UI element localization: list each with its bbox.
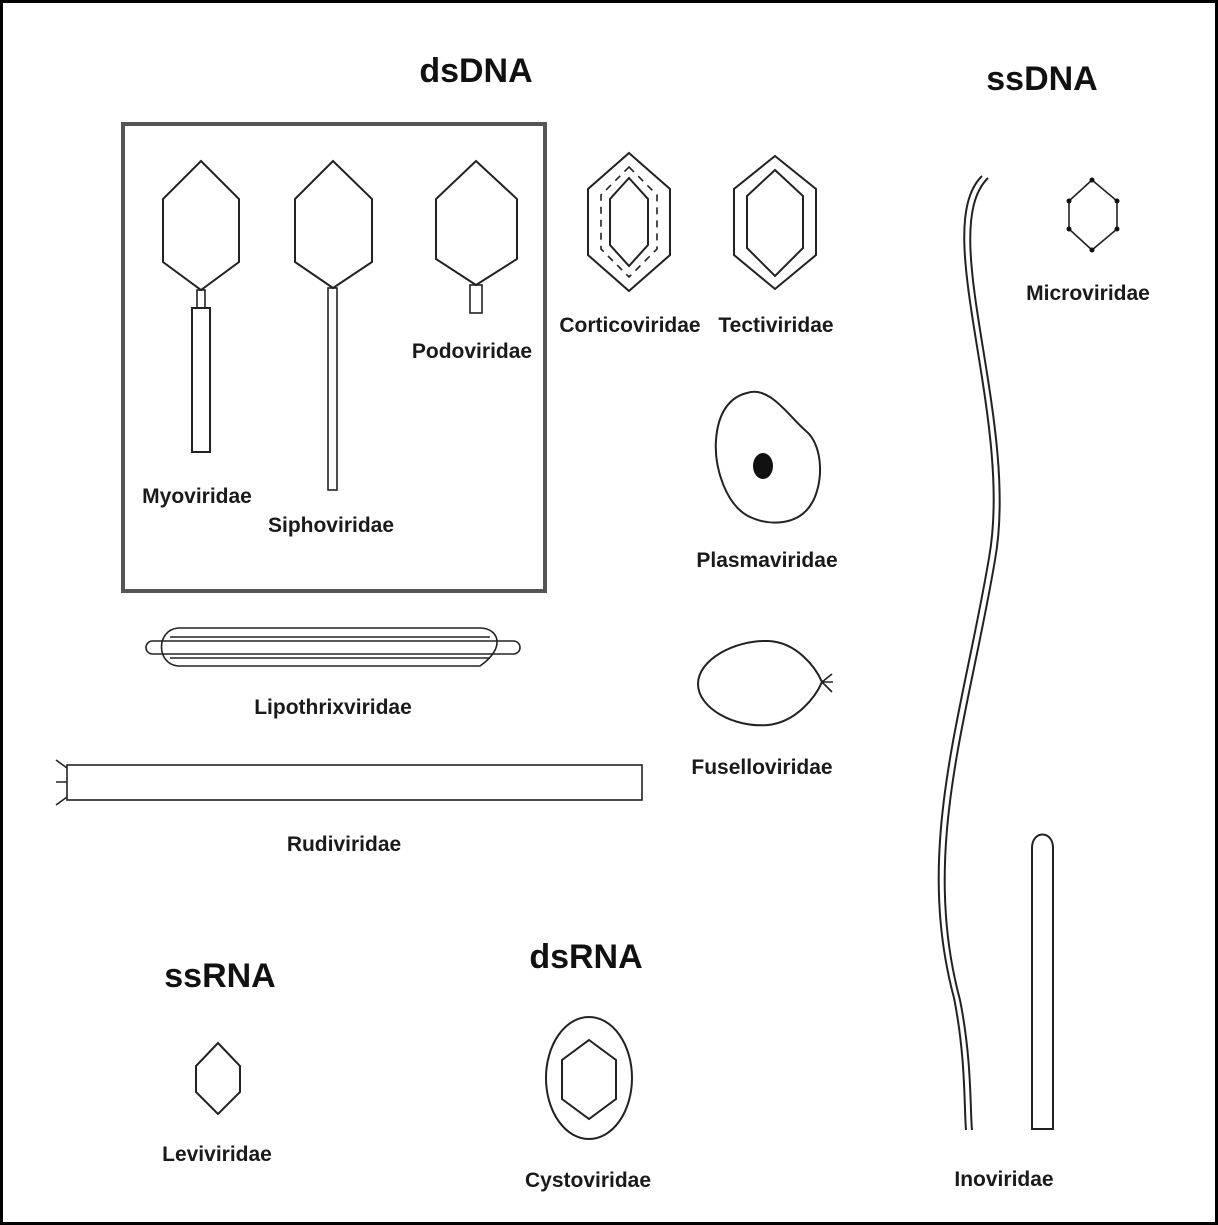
inoviridae-shape (939, 176, 1053, 1130)
lipothrixviridae-core-rod (146, 641, 520, 654)
label-leviviridae: Leviviridae (162, 1143, 272, 1166)
fuselloviridae-body (698, 641, 822, 725)
microviridae-capsid (1069, 180, 1117, 250)
plasmaviridae-shape (716, 392, 820, 523)
label-microviridae: Microviridae (1026, 282, 1150, 305)
podoviridae-head (436, 161, 517, 285)
label-cystoviridae: Cystoviridae (525, 1169, 651, 1192)
microviridae-spike (1067, 199, 1072, 204)
myoviridae-head (163, 161, 239, 290)
microviridae-spike (1115, 227, 1120, 232)
microviridae-shape (1067, 178, 1120, 253)
siphoviridae-head (295, 161, 372, 288)
microviridae-spike (1115, 199, 1120, 204)
cystoviridae-envelope (546, 1017, 632, 1139)
label-rudiviridae: Rudiviridae (287, 833, 401, 856)
fuselloviridae-tail-fibers (822, 674, 833, 692)
myoviridae-tail-sheath (192, 308, 210, 452)
group-title-dsdna: dsDNA (419, 52, 532, 90)
rudiviridae-rod (67, 765, 642, 800)
rudiviridae-end-fibers (56, 760, 67, 805)
inoviridae-rod (1032, 835, 1053, 1130)
group-title-ssrna: ssRNA (164, 957, 275, 995)
microviridae-spike (1067, 227, 1072, 232)
siphoviridae-tail (328, 288, 337, 490)
group-title-ssdna: ssDNA (986, 60, 1097, 98)
cystoviridae-shape (546, 1017, 632, 1139)
corticoviridae-inner-shell (610, 178, 648, 266)
podoviridae-short-tail (470, 285, 482, 313)
inoviridae-filament-edge (939, 176, 994, 1130)
plasmaviridae-core (753, 453, 773, 479)
siphoviridae-shape (295, 161, 372, 490)
microviridae-spike (1090, 178, 1095, 183)
label-myoviridae: Myoviridae (142, 485, 252, 508)
group-title-dsrna: dsRNA (529, 938, 642, 976)
lipothrixviridae-envelope (162, 628, 498, 666)
microviridae-spike (1090, 248, 1095, 253)
label-tectiviridae: Tectiviridae (718, 314, 833, 337)
label-plasmaviridae: Plasmaviridae (696, 549, 837, 572)
tectiviridae-shape (734, 156, 816, 289)
lipothrixviridae-shape (146, 628, 520, 666)
myoviridae-neck (197, 290, 205, 308)
label-lipothrixviridae: Lipothrixviridae (254, 696, 412, 719)
corticoviridae-shape (588, 153, 670, 291)
label-siphoviridae: Siphoviridae (268, 514, 394, 537)
leviviridae-shape (196, 1043, 240, 1114)
tectiviridae-inner-shell (747, 170, 803, 276)
cystoviridae-capsid (562, 1040, 616, 1119)
label-inoviridae: Inoviridae (954, 1168, 1053, 1191)
label-corticoviridae: Corticoviridae (559, 314, 700, 337)
podoviridae-shape (436, 161, 517, 313)
label-fuselloviridae: Fuselloviridae (691, 756, 832, 779)
myoviridae-shape (163, 161, 239, 452)
fuselloviridae-shape (698, 641, 833, 725)
rudiviridae-shape (56, 760, 642, 805)
label-podoviridae: Podoviridae (412, 340, 532, 363)
